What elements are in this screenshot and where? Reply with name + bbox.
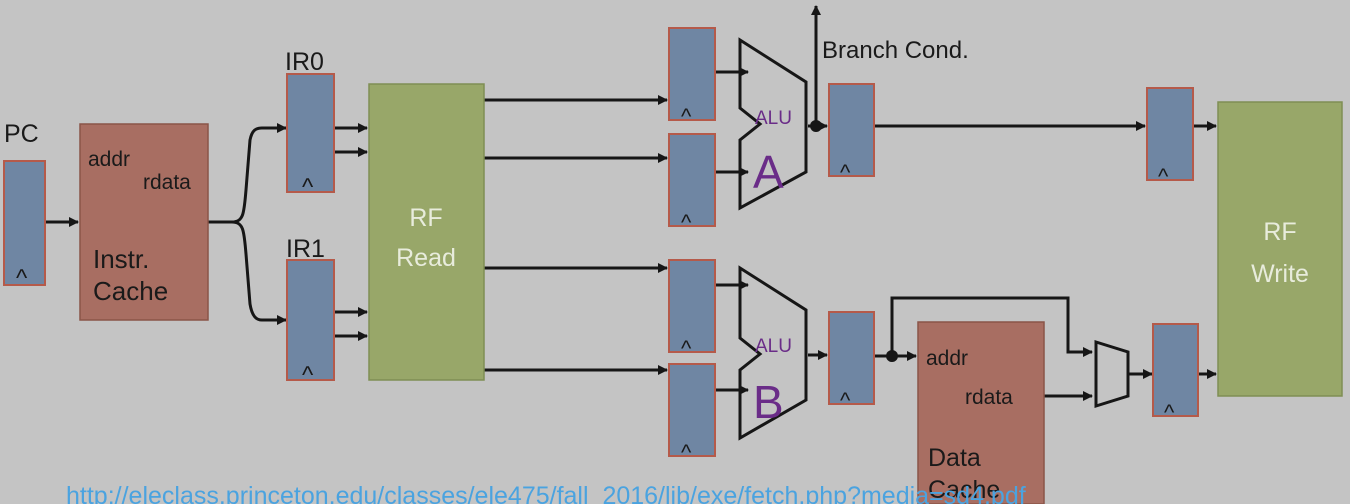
wire-fork-to-ir1	[231, 220, 287, 325]
instr-cache-addr: addr	[88, 148, 130, 171]
data-cache-name-1: Data	[928, 444, 981, 472]
ex-reg-b	[828, 311, 875, 405]
operand-reg-a1	[668, 27, 716, 121]
branch-cond-label: Branch Cond.	[822, 37, 969, 64]
alu-a-big-label: A	[753, 146, 784, 198]
branch-junction-dot	[810, 120, 822, 132]
wire-fork-to-ir0	[231, 123, 287, 224]
ir0-label: IR0	[285, 48, 324, 76]
instr-cache-box	[79, 123, 209, 321]
ex-reg-b-clock: ^	[840, 388, 851, 413]
rf-write-box	[1217, 101, 1343, 397]
wb-reg-a	[1146, 87, 1194, 181]
rf-write-line1: RF	[1263, 218, 1296, 246]
operand-reg-a2-clock: ^	[681, 210, 692, 235]
instr-cache-name-2: Cache	[93, 276, 168, 306]
instr-cache-name-1: Instr.	[93, 244, 149, 274]
pc-label: PC	[4, 120, 39, 148]
wires	[46, 5, 1217, 401]
ir1-clock-marker: ^	[302, 362, 314, 389]
operand-reg-a1-clock: ^	[681, 104, 692, 129]
rf-read-line1: RF	[409, 204, 442, 232]
rf-read-box	[368, 83, 485, 381]
wire-bypass-to-mux	[890, 296, 1093, 357]
source-url: http://eleclass.princeton.edu/classes/el…	[66, 482, 1026, 504]
pc-register	[3, 160, 46, 286]
operand-reg-b2	[668, 363, 716, 457]
alu-b-shape	[738, 265, 808, 441]
alu-a-small-label: ALU	[755, 108, 792, 129]
wb-reg-b	[1152, 323, 1199, 417]
rf-read-line2: Read	[396, 244, 456, 272]
ir1-label: IR1	[286, 235, 325, 263]
operand-reg-a2	[668, 133, 716, 227]
data-cache-name-2: Cache	[928, 476, 1000, 504]
wb-reg-b-clock: ^	[1164, 400, 1175, 425]
instr-cache-rdata: rdata	[143, 171, 191, 194]
data-cache-box	[917, 321, 1045, 504]
alu-a-shape	[738, 37, 808, 211]
rf-write-line2: Write	[1251, 260, 1309, 288]
data-cache-rdata: rdata	[965, 386, 1013, 409]
pc-clock-marker: ^	[16, 265, 28, 292]
ir0-register	[286, 73, 335, 193]
ex-reg-a	[828, 83, 875, 177]
alu-b-big-label: B	[753, 376, 784, 428]
operand-reg-b1	[668, 259, 716, 353]
wb-reg-a-clock: ^	[1158, 164, 1169, 189]
ir1-register	[286, 259, 335, 381]
writeback-mux	[1094, 339, 1130, 409]
alu-b-small-label: ALU	[755, 336, 792, 357]
operand-reg-b2-clock: ^	[681, 440, 692, 465]
ex-reg-a-clock: ^	[840, 160, 851, 185]
ir0-clock-marker: ^	[302, 174, 314, 201]
data-cache-addr: addr	[926, 347, 968, 370]
operand-reg-b1-clock: ^	[681, 336, 692, 361]
